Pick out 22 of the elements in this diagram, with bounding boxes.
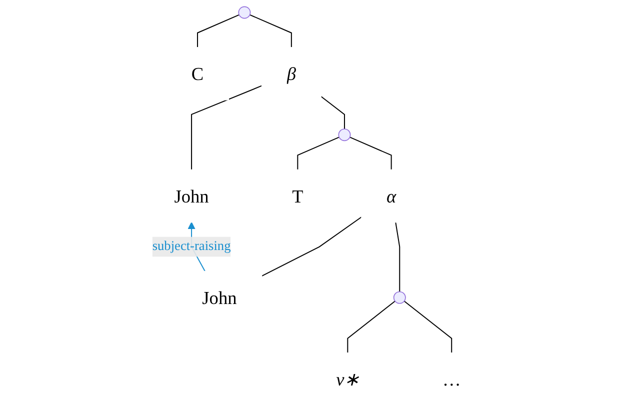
connector	[395, 222, 400, 292]
connector	[404, 300, 452, 354]
connector	[197, 14, 240, 48]
node-text: …	[442, 368, 461, 390]
node-text: β	[286, 63, 296, 84]
connector	[297, 136, 340, 170]
edge-label: subject-raising	[152, 239, 231, 254]
node-text: α	[386, 186, 396, 206]
connector	[249, 14, 292, 48]
node-circle	[393, 291, 406, 304]
node-circle	[338, 128, 351, 142]
connector	[261, 216, 362, 277]
node-circle	[238, 6, 251, 19]
node-text: C	[191, 63, 204, 84]
connector	[191, 85, 262, 170]
node-text: T	[292, 186, 304, 206]
connector	[349, 136, 392, 170]
connector	[347, 300, 396, 354]
node-text: John	[202, 287, 237, 308]
node-text: v∗	[336, 368, 360, 390]
node-text: John	[174, 186, 209, 206]
connector	[320, 96, 345, 130]
